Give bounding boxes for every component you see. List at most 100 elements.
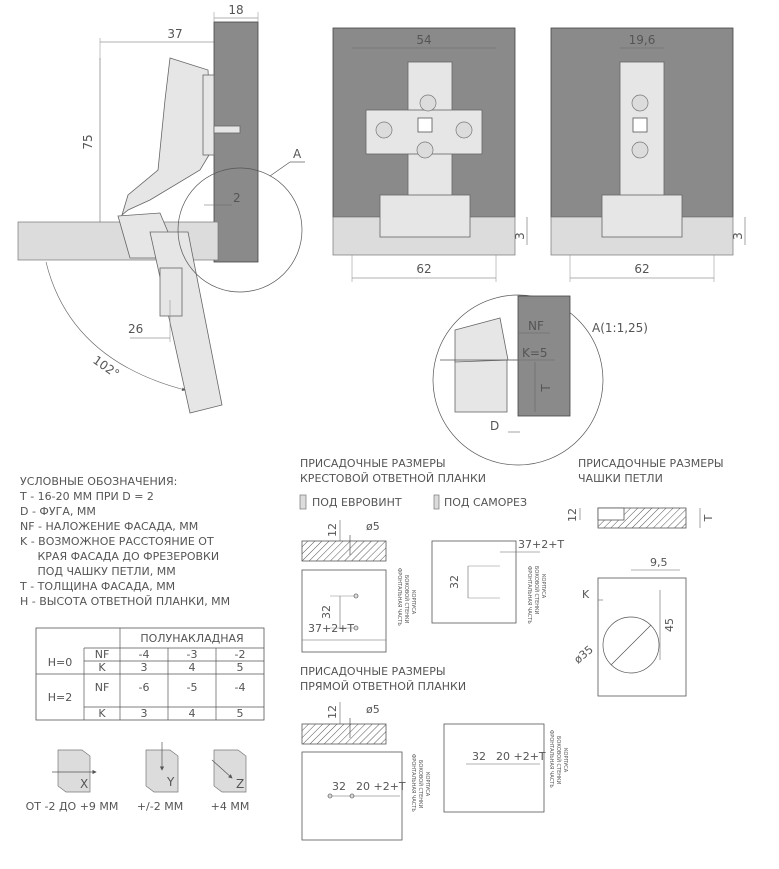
straight-side-note-b: БОКОВОЙ СТЕНКИ: [555, 736, 562, 785]
adjust-caption-x: ОТ -2 ДО +9 ММ: [26, 800, 119, 813]
cup-drill-title2: ЧАШКИ ПЕТЛИ: [578, 472, 663, 485]
cup-drill-title1: ПРИСАДОЧНЫЕ РАЗМЕРЫ: [578, 457, 724, 470]
cross-dim-12: 12: [326, 523, 339, 537]
dim-75: 75: [81, 134, 95, 149]
dim-62-straight: 62: [634, 262, 649, 276]
legend: УСЛОВНЫЕ ОБОЗНАЧЕНИЯ: T - 16-20 ММ ПРИ D…: [19, 475, 230, 608]
cup-dim-45: 45: [663, 618, 676, 632]
table-cell: 3: [141, 661, 148, 674]
table-cell: -4: [235, 681, 246, 694]
screw-label-self: ПОД САМОРЕЗ: [444, 496, 527, 509]
detail-circle: [177, 167, 303, 293]
cross-side-note-b: БОКОВОЙ СТЕНКИ: [533, 566, 540, 615]
table-row-group: H=0: [48, 656, 73, 669]
table-cell: 4: [189, 707, 196, 720]
cross-side-note-b: ФРОНТАЛЬНАЯ ЧАСТЬ: [526, 566, 532, 624]
table-header: ПОЛУНАКЛАДНАЯ: [140, 632, 243, 645]
dim-19-6: 19,6: [629, 33, 656, 47]
straight-dim-20-b: 20 +2+T: [496, 750, 546, 763]
table-cell: -5: [187, 681, 198, 694]
legend-line: NF - НАЛОЖЕНИЕ ФАСАДА, ММ: [20, 520, 198, 533]
straight-dim-12: 12: [326, 705, 339, 719]
adjust-caption-y: +/-2 ММ: [137, 800, 183, 813]
screw-label-euro: ПОД ЕВРОВИНТ: [312, 496, 402, 509]
mounting-plate: [202, 74, 215, 156]
cross-drill-title1: ПРИСАДОЧНЫЕ РАЗМЕРЫ: [300, 457, 446, 470]
cup-dim-12: 12: [566, 508, 579, 522]
straight-dim-32-b: 32: [472, 750, 486, 763]
table-row-param: NF: [95, 681, 110, 694]
straight-dim-20: 20 +2+T: [356, 780, 406, 793]
cross-side-note: КОРПУСА: [410, 590, 416, 615]
adjust-y: Y +/-2 ММ: [137, 742, 183, 813]
detail-mark-a: A: [293, 147, 302, 161]
cross-dim-32: 32: [320, 605, 333, 619]
legend-line: K - ВОЗМОЖНОЕ РАССТОЯНИЕ ОТ: [20, 535, 214, 548]
dim-54: 54: [416, 33, 431, 47]
table-cell: 4: [189, 661, 196, 674]
straight-drill-title1: ПРИСАДОЧНЫЕ РАЗМЕРЫ: [300, 665, 446, 678]
cross-dim-37-b: 37+2+T: [518, 538, 564, 551]
adjust-axis-y: Y: [166, 775, 175, 789]
table-cell: -6: [139, 681, 150, 694]
cross-drill: ПРИСАДОЧНЫЕ РАЗМЕРЫ КРЕСТОВОЙ ОТВЕТНОЙ П…: [299, 457, 564, 653]
straight-side-note-b: ФРОНТАЛЬНАЯ ЧАСТЬ: [548, 730, 554, 788]
cross-drill-title2: КРЕСТОВОЙ ОТВЕТНОЙ ПЛАНКИ: [300, 472, 486, 485]
straight-drill-title2: ПРЯМОЙ ОТВЕТНОЙ ПЛАНКИ: [300, 680, 466, 693]
dim-2: 2: [233, 191, 241, 205]
screw: [213, 125, 241, 134]
detail-d: D: [490, 419, 499, 433]
straight-side-note-b: КОРПУСА: [562, 748, 568, 773]
side-view: 75 37 18 2 26 102° A: [17, 3, 305, 414]
legend-line: ПОД ЧАШКУ ПЕТЛИ, ММ: [20, 565, 176, 578]
dim-3-cross: 3: [513, 232, 527, 240]
cross-dim-32-b: 32: [448, 575, 461, 589]
cup-dim-t: T: [702, 514, 715, 522]
adjust-axis-x: X: [80, 777, 88, 791]
adjust-axis-z: Z: [236, 777, 244, 791]
table-row-group: H=2: [48, 691, 73, 704]
cross-plate-view: 54 62 3: [332, 27, 528, 282]
cup-drill: ПРИСАДОЧНЫЕ РАЗМЕРЫ ЧАШКИ ПЕТЛИ 12 T 9,5…: [566, 457, 724, 697]
wood-screw-icon: [433, 494, 440, 510]
straight-side-note: БОКОВОЙ СТЕНКИ: [417, 760, 424, 809]
detail-title: A(1:1,25): [592, 321, 648, 335]
dim-18: 18: [228, 3, 243, 17]
detail-a: NF K=5 T D A(1:1,25): [432, 294, 648, 466]
legend-line: КРАЯ ФАСАДА ДО ФРЕЗЕРОВКИ: [20, 550, 219, 563]
dim-26: 26: [128, 322, 143, 336]
dim-3-straight: 3: [731, 232, 745, 240]
legend-heading: УСЛОВНЫЕ ОБОЗНАЧЕНИЯ:: [20, 475, 177, 488]
cross-dim-37: 37+2+T: [308, 622, 354, 635]
table-row-param: NF: [95, 648, 110, 661]
dim-62-cross: 62: [416, 262, 431, 276]
legend-line: D - ФУГА, ММ: [20, 505, 96, 518]
hinge-arm: [121, 57, 213, 217]
straight-side-note: КОРПУСА: [424, 772, 430, 797]
adjust-z: Z +4 ММ: [211, 749, 249, 813]
table-row-param: K: [98, 661, 106, 674]
cup-dim-k: K: [582, 588, 590, 601]
straight-plate-view: 19,6 62 3: [550, 27, 746, 282]
cross-side-note-b: КОРПУСА: [540, 574, 546, 599]
table-cell: 5: [237, 661, 244, 674]
angle-102: 102°: [90, 353, 122, 381]
overlay-table: ПОЛУНАКЛАДНАЯ H=0 H=2 NF K NF K -4 -3 -2…: [35, 627, 265, 721]
table-cell: -3: [187, 648, 198, 661]
adjustments: X ОТ -2 ДО +9 ММ Y +/-2 ММ Z +4 ММ: [26, 742, 249, 813]
detail-k: K=5: [522, 346, 548, 360]
detail-t: T: [539, 384, 553, 393]
table-row-param: K: [98, 707, 106, 720]
straight-drill: ПРИСАДОЧНЫЕ РАЗМЕРЫ ПРЯМОЙ ОТВЕТНОЙ ПЛАН…: [300, 665, 568, 841]
cross-side-note: БОКОВОЙ СТЕНКИ: [403, 575, 410, 624]
table-cell: -4: [139, 648, 150, 661]
straight-dim-32: 32: [332, 780, 346, 793]
straight-side-note: ФРОНТАЛЬНАЯ ЧАСТЬ: [410, 754, 416, 812]
cabinet-side-panel: [213, 21, 259, 263]
adjust-x: X ОТ -2 ДО +9 ММ: [26, 749, 119, 813]
table-cell: 3: [141, 707, 148, 720]
door-bracket: [159, 267, 183, 317]
euro-screw-icon: [299, 494, 307, 510]
cup-dim-35: ø35: [572, 643, 596, 666]
